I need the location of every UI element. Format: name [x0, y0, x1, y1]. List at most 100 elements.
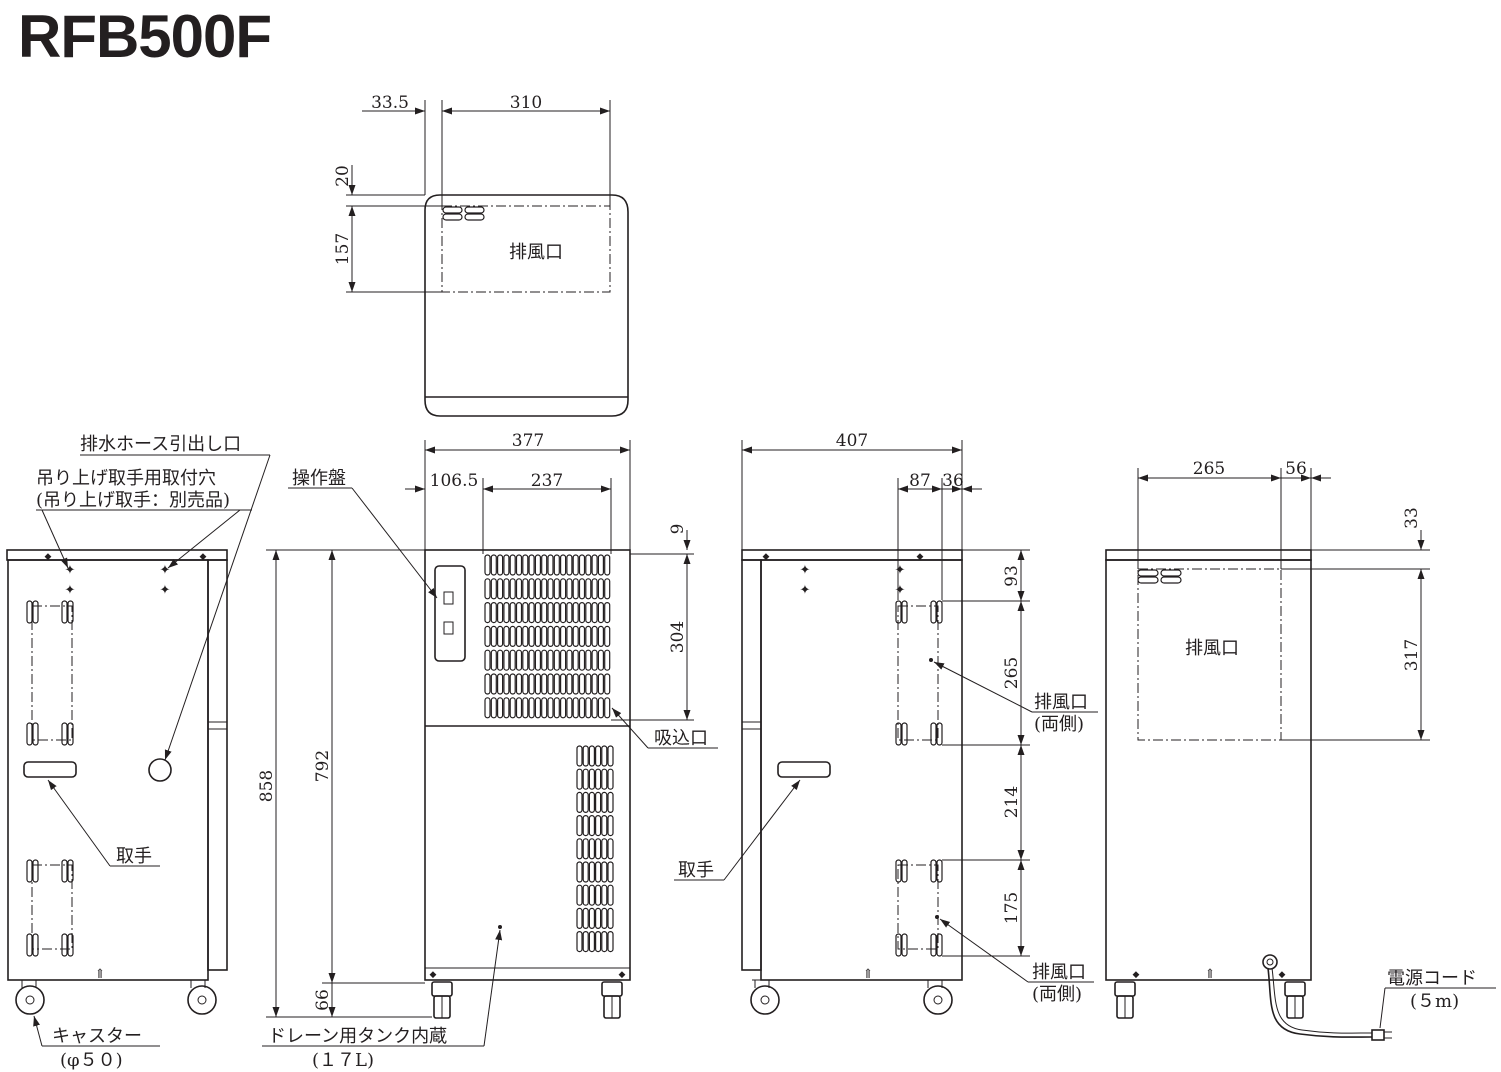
power-plug	[1371, 1029, 1385, 1041]
grille-slot	[528, 697, 535, 719]
grille-slot	[585, 578, 592, 600]
grille-slot	[528, 578, 535, 600]
grille-slot	[559, 697, 567, 719]
svg-text:◆: ◆	[917, 552, 924, 562]
grille-slot	[604, 625, 611, 648]
grille-slot	[594, 814, 602, 837]
grille-slot	[588, 745, 596, 767]
dim-side-vent-lower: 175	[1002, 892, 1022, 924]
grille-slot	[585, 673, 592, 695]
left-side-edge	[207, 559, 228, 971]
grille-slot	[597, 601, 605, 624]
grille-slot	[601, 768, 608, 790]
grille-slot	[585, 649, 592, 671]
grille-slot	[591, 673, 598, 695]
grille-slot	[588, 884, 596, 906]
grille-slot	[597, 697, 605, 719]
grille-slot	[572, 673, 579, 695]
grille-slot	[582, 930, 589, 953]
grille-slot	[541, 649, 548, 671]
top-exhaust-label: 排風口	[509, 242, 563, 263]
grille-slot	[553, 554, 560, 576]
grille-slot	[585, 697, 592, 719]
front-view: ◆ ◆	[257, 431, 718, 1071]
rear-top-cap	[1105, 549, 1312, 561]
grille-slot	[566, 673, 573, 695]
dim-front-grille-width: 237	[531, 471, 563, 491]
svg-text:◆: ◆	[1279, 970, 1286, 980]
grille-slot	[601, 861, 608, 883]
left-vent-lower	[31, 864, 73, 950]
grille-slot	[528, 649, 535, 671]
front-intake-grille	[484, 554, 611, 719]
grille-slot	[591, 554, 598, 576]
grille-slot	[607, 884, 614, 906]
dim-side-vent-edge: 36	[942, 471, 964, 491]
power-cord-label: 電源コード	[1387, 968, 1477, 989]
grille-slot	[588, 861, 596, 883]
grille-slot	[484, 697, 491, 719]
control-panel-label: 操作盤	[292, 468, 346, 489]
grille-slot	[547, 554, 554, 576]
top-exhaust-outline	[441, 205, 611, 293]
control-panel-switch	[443, 591, 454, 605]
grille-slot	[509, 578, 516, 600]
grille-slot	[515, 554, 523, 576]
lift-note-label: (吊り上げ取手：別売品)	[36, 490, 230, 511]
grille-slot	[591, 601, 598, 624]
grille-slot	[576, 814, 583, 837]
intake-label: 吸込口	[654, 728, 708, 749]
left-handle	[23, 761, 77, 778]
grille-slot	[553, 649, 560, 671]
grille-slot	[490, 673, 497, 695]
grille-slot	[601, 930, 608, 953]
grille-slot	[576, 791, 583, 814]
grille-slot	[534, 601, 542, 624]
grille-slot	[572, 697, 579, 719]
grille-slot	[490, 649, 497, 671]
grille-slot	[582, 768, 589, 790]
grille-slot	[509, 554, 516, 576]
grille-slot	[578, 601, 586, 624]
grille-slot	[534, 554, 542, 576]
grille-slot	[576, 884, 583, 906]
grille-slot	[559, 649, 567, 671]
grille-slot	[490, 601, 497, 624]
grille-slot	[503, 649, 510, 671]
grille-slot	[594, 838, 602, 860]
grille-slot	[591, 625, 598, 648]
grille-slot	[588, 768, 596, 790]
right-side-edge	[741, 559, 762, 971]
grille-slot	[601, 745, 608, 767]
grille-slot	[490, 554, 497, 576]
svg-text:⇑: ⇑	[863, 967, 874, 982]
rear-view: 排風口 ◆ ◆ ⇑ 265 56	[1105, 459, 1496, 1041]
grille-slot	[484, 578, 491, 600]
grille-slot	[591, 649, 598, 671]
grille-slot	[578, 697, 586, 719]
grille-slot	[578, 649, 586, 671]
dim-side-depth: 407	[836, 431, 868, 451]
grille-slot	[607, 838, 614, 860]
drain-hose-outlet	[148, 758, 172, 782]
grille-slot	[497, 601, 504, 624]
grille-slot	[503, 673, 510, 695]
grille-slot	[490, 697, 497, 719]
right-vent-upper	[897, 605, 939, 741]
grille-slot	[497, 625, 504, 648]
grille-slot	[515, 601, 523, 624]
grille-slot	[547, 625, 554, 648]
grille-slot	[547, 578, 554, 600]
grille-slot	[522, 697, 529, 719]
control-panel	[434, 565, 466, 662]
grille-slot	[490, 625, 497, 648]
grille-slot	[528, 601, 535, 624]
grille-slot	[597, 673, 605, 695]
right-caster-front	[750, 979, 780, 1015]
grille-slot	[528, 673, 535, 695]
model-title: RFB500F	[18, 3, 272, 70]
svg-text:✦: ✦	[65, 583, 76, 598]
grille-slot	[484, 673, 491, 695]
grille-slot	[566, 625, 573, 648]
